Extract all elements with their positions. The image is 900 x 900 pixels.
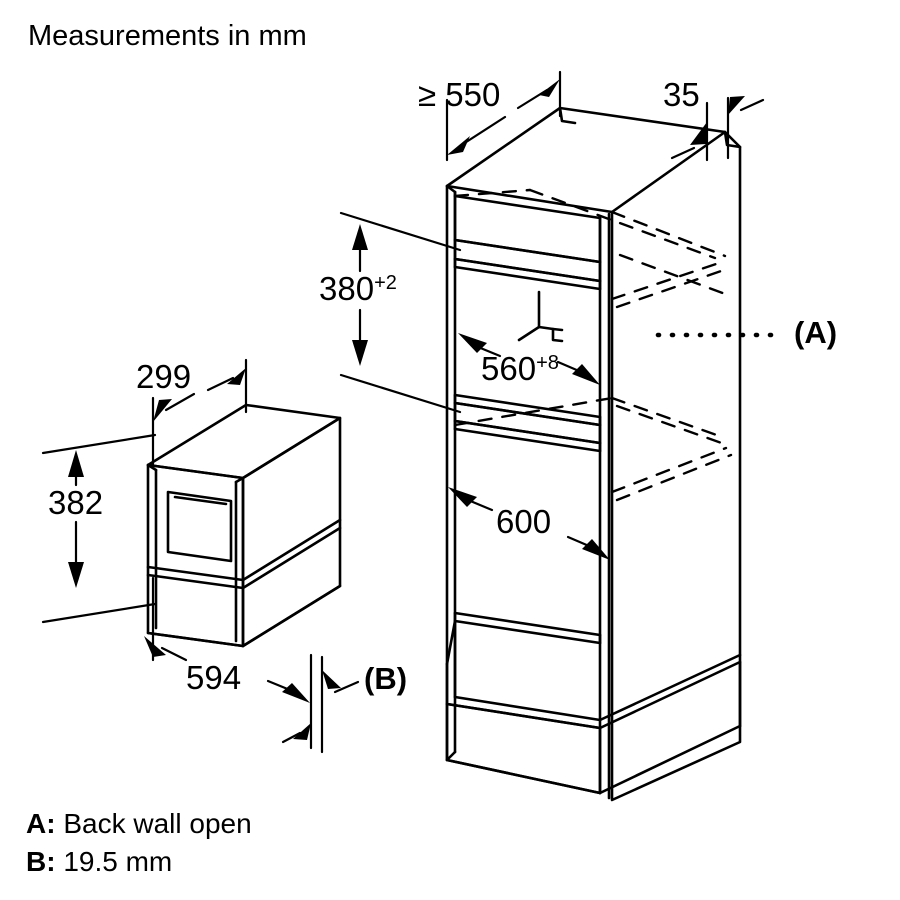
dimension-label-side-thickness: 35 bbox=[663, 76, 700, 113]
dimension-label-appliance-width: 594 bbox=[186, 659, 242, 696]
dimension-tolerance-niche-height: +2 bbox=[374, 272, 397, 294]
dim-560-arrowheads bbox=[458, 333, 600, 385]
dim-600-arrowheads bbox=[448, 487, 610, 560]
legend-item-a: A: Back wall open bbox=[26, 810, 252, 838]
page-title: Measurements in mm bbox=[28, 20, 307, 52]
dim-594-arrowheads bbox=[144, 636, 310, 703]
dim-B-arrowheads bbox=[293, 670, 341, 740]
callout-label-b: (B) bbox=[364, 661, 408, 696]
dimension-label-niche-depth: ≥ 550 bbox=[418, 76, 501, 113]
dimension-tolerance-niche-width: +8 bbox=[536, 352, 559, 374]
hidden-edges bbox=[453, 188, 730, 309]
dim-B-gap bbox=[281, 653, 360, 754]
dim-299 bbox=[151, 358, 248, 467]
dimension-label-niche-height: 380+2 bbox=[319, 272, 397, 305]
dim-380-arrowheads bbox=[352, 224, 368, 366]
legend-text-b: 19.5 mm bbox=[63, 846, 173, 877]
dimension-label-appliance-depth: 299 bbox=[136, 358, 192, 395]
dim-382 bbox=[41, 433, 157, 624]
callout-label-a: (A) bbox=[794, 315, 838, 350]
legend-key-b: B: bbox=[26, 846, 56, 877]
appliance-body bbox=[146, 403, 342, 648]
dimension-value-niche-height: 380 bbox=[319, 270, 375, 307]
dimension-label-niche-width: 560+8 bbox=[481, 352, 559, 385]
cabinet-carcass bbox=[445, 106, 742, 802]
dim-35-arrowheads bbox=[690, 96, 745, 145]
dimension-label-cabinet-width: 600 bbox=[496, 503, 552, 540]
hidden-edges-lower bbox=[453, 396, 733, 502]
dimension-label-appliance-height: 382 bbox=[48, 484, 104, 521]
dimension-value-niche-width: 560 bbox=[481, 350, 537, 387]
dim-380 bbox=[339, 211, 462, 414]
legend-item-b: B: 19.5 mm bbox=[26, 848, 172, 876]
legend-text-a: Back wall open bbox=[63, 808, 252, 839]
dim-550-arrowheads bbox=[447, 79, 560, 155]
dim-35 bbox=[670, 96, 765, 162]
legend-key-a: A: bbox=[26, 808, 56, 839]
dim-382-arrowheads bbox=[68, 450, 84, 588]
dim-560 bbox=[476, 345, 581, 373]
dim-299-arrowheads bbox=[153, 368, 246, 422]
